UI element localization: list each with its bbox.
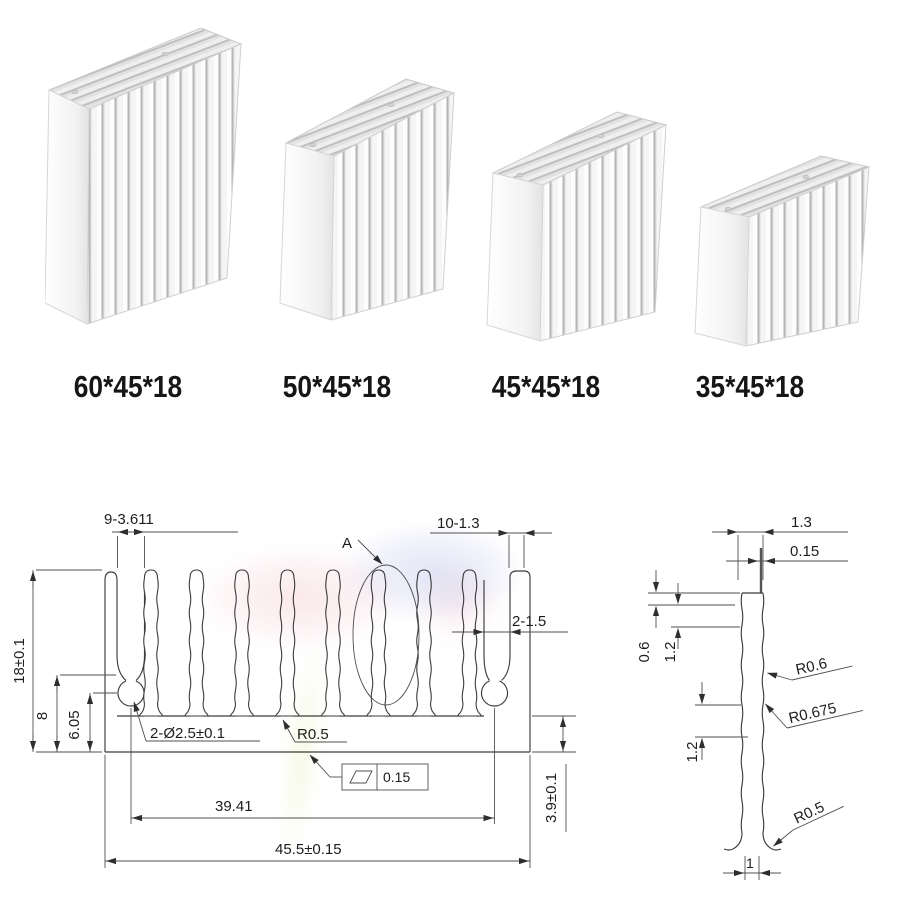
fin bbox=[275, 569, 300, 717]
right-fin-detail-drawing: 1.3 0.15 0.6 1.2 1.2 R0.6 bbox=[636, 514, 864, 880]
dim-wave-upper: 1.2 bbox=[662, 642, 679, 663]
fin bbox=[320, 569, 346, 717]
mounting-hole bbox=[597, 133, 605, 139]
size-label-45x45x18: 45*45*18 bbox=[491, 369, 601, 404]
left-slot-wall bbox=[135, 580, 146, 681]
dim-root-width: 1 bbox=[746, 855, 754, 871]
mounting-hole bbox=[387, 102, 395, 108]
dim-line bbox=[562, 716, 567, 832]
radius-root-group: R0.5 bbox=[791, 799, 844, 831]
detail-a-ellipse bbox=[352, 564, 420, 706]
dim-fin-thickness: 1.3 bbox=[791, 514, 812, 531]
fin bbox=[184, 569, 209, 717]
leader-arrow bbox=[767, 672, 793, 681]
heatsink-base-face bbox=[486, 172, 544, 342]
left-wall bbox=[104, 571, 127, 752]
mounting-hole bbox=[71, 89, 79, 95]
heatsink-base-face bbox=[279, 142, 335, 321]
size-label-50x45x18: 50*45*18 bbox=[282, 369, 392, 404]
size-label-35x45x18: 35*45*18 bbox=[695, 369, 805, 404]
dim-shoulder-height: 8 bbox=[34, 712, 51, 720]
fin bbox=[229, 569, 255, 717]
extension-lines bbox=[508, 535, 525, 568]
leader-arrow bbox=[765, 703, 788, 729]
right-screw-hole bbox=[480, 680, 509, 707]
dim-tip-thickness: 0.15 bbox=[790, 543, 819, 560]
leader-arrow bbox=[133, 701, 147, 742]
extension-lines bbox=[130, 708, 495, 824]
dim-root-radius: R0.5 bbox=[297, 726, 329, 743]
dim-tip-step: 0.6 bbox=[636, 642, 653, 663]
technical-drawing: A 9-3.611 10-1.3 2-1.5 18±0.1 bbox=[11, 511, 864, 880]
fin-right-edge bbox=[761, 592, 773, 850]
fin bbox=[366, 569, 391, 717]
right-slot-wall bbox=[483, 580, 490, 681]
heatsink-photo-35x45x18 bbox=[694, 155, 871, 347]
leader-arrow bbox=[773, 829, 794, 847]
mounting-hole bbox=[724, 206, 732, 212]
extension-lines bbox=[36, 569, 102, 753]
size-label-60x45x18: 60*45*18 bbox=[73, 369, 183, 404]
right-wall bbox=[501, 570, 531, 752]
flatness-frame bbox=[341, 763, 429, 791]
leader-arrow bbox=[282, 719, 296, 743]
radius-mid: R0.675 bbox=[787, 700, 838, 727]
dim-screw-holes: 2-Ø2.5±0.1 bbox=[150, 725, 225, 742]
flatness-value: 0.15 bbox=[383, 769, 410, 785]
dim-overall-height: 18±0.1 bbox=[11, 638, 28, 684]
radius-upper: R0.6 bbox=[794, 655, 829, 679]
flatness-leader bbox=[309, 754, 331, 778]
leader-underline bbox=[792, 805, 844, 831]
flatness-symbol-icon bbox=[349, 770, 373, 784]
heatsink-photo-60x45x18 bbox=[45, 28, 243, 325]
fin bbox=[411, 569, 437, 717]
fin-left-edge bbox=[732, 592, 744, 850]
extension-lines bbox=[117, 536, 145, 568]
dim-base-thickness: 3.9±0.1 bbox=[543, 773, 560, 823]
dim-hole-spacing: 39.41 bbox=[215, 798, 253, 815]
fin bbox=[138, 569, 164, 717]
mounting-hole bbox=[516, 172, 524, 178]
dim-fin-count: 10-1.3 bbox=[437, 515, 480, 532]
radius-mid-group: R0.675 bbox=[786, 700, 864, 729]
fin bbox=[457, 569, 482, 717]
heatsink-base-face bbox=[45, 89, 90, 325]
extension-lines bbox=[744, 856, 760, 880]
heatsink-photo-50x45x18 bbox=[279, 78, 456, 321]
heatsink-base-face bbox=[694, 206, 750, 347]
detail-a-label: A bbox=[342, 535, 352, 552]
left-screw-hole bbox=[117, 680, 145, 707]
extension-lines bbox=[104, 755, 531, 868]
radius-root: R0.5 bbox=[791, 799, 827, 828]
mounting-hole bbox=[309, 142, 317, 148]
fin-root-fillets bbox=[723, 848, 782, 851]
extension-lines bbox=[532, 715, 576, 753]
dim-hole-center-height: 6.05 bbox=[66, 710, 83, 739]
dim-slot-width: 2-1.5 bbox=[512, 613, 546, 630]
extension-lines bbox=[737, 535, 764, 580]
leader-underline bbox=[791, 665, 853, 681]
mounting-hole bbox=[802, 174, 810, 180]
detail-a-leader bbox=[357, 539, 383, 565]
radius-upper-group: R0.6 bbox=[791, 655, 853, 681]
dim-wave-lower: 1.2 bbox=[684, 742, 701, 763]
extension-lines bbox=[648, 592, 748, 738]
mounting-hole bbox=[161, 51, 169, 57]
dim-fin-pitch: 9-3.611 bbox=[104, 511, 154, 528]
dim-overall-width: 45.5±0.15 bbox=[275, 841, 342, 858]
left-cross-section-drawing: A 9-3.611 10-1.3 2-1.5 18±0.1 bbox=[11, 511, 576, 868]
heatsink-photo-45x45x18 bbox=[486, 111, 668, 342]
leader-underline bbox=[786, 710, 864, 729]
